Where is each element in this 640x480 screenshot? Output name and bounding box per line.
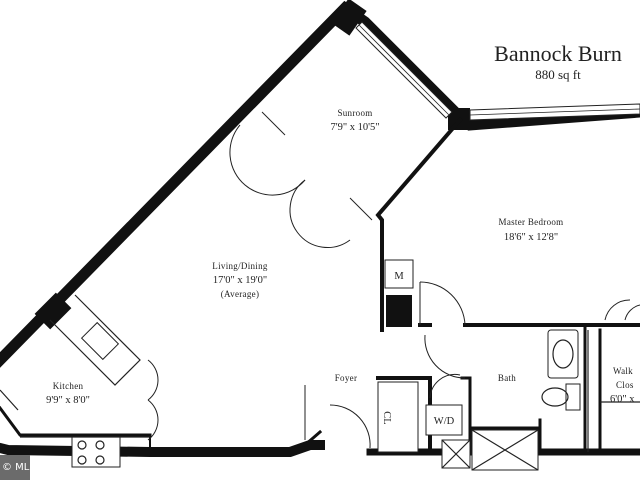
living-dims: 17'0" x 19'0"	[213, 275, 267, 286]
plan-area: 880 sq ft	[535, 67, 581, 82]
walkin-label-2: Clos	[616, 380, 634, 390]
walkin-label: Walk	[613, 366, 633, 376]
mechanical-unit	[384, 259, 414, 289]
sink-icon	[552, 339, 574, 369]
toilet-tank	[565, 383, 581, 411]
mechanical-label: M	[394, 271, 404, 282]
mls-watermark: © MLS	[0, 455, 30, 480]
bath-label: Bath	[498, 373, 516, 383]
laundry-area	[377, 381, 471, 469]
sunroom-dims: 7'9" x 10'5"	[330, 122, 379, 133]
water-heater	[386, 295, 412, 327]
living-label: Living/Dining	[212, 261, 268, 271]
doors	[147, 111, 640, 449]
kitchen-counter	[0, 294, 150, 468]
closet-shelf	[377, 381, 419, 453]
windows	[355, 21, 640, 121]
washer-dryer-box	[425, 404, 463, 436]
master-dims: 18'6" x 12'8"	[504, 232, 558, 243]
living-note: (Average)	[221, 289, 260, 299]
foyer-label: Foyer	[335, 373, 358, 383]
kitchen-dims: 9'9" x 8'0"	[46, 395, 90, 406]
walkin-dims: 6'0" x	[610, 394, 635, 405]
interior-walls	[0, 117, 640, 454]
plan-name: Bannock Burn	[494, 41, 622, 66]
vanity	[547, 329, 579, 379]
mechanical-closet	[384, 259, 414, 327]
master-label: Master Bedroom	[499, 217, 564, 227]
kitchen-label: Kitchen	[53, 381, 84, 391]
toilet-icon	[541, 387, 569, 407]
sunroom-label: Sunroom	[337, 108, 372, 118]
bath-fixtures	[471, 329, 581, 471]
washer-dryer-label: W/D	[434, 416, 455, 427]
walkin-shelving	[587, 330, 640, 452]
kitchen-sink	[80, 321, 120, 361]
closet-label: CL	[381, 411, 392, 424]
